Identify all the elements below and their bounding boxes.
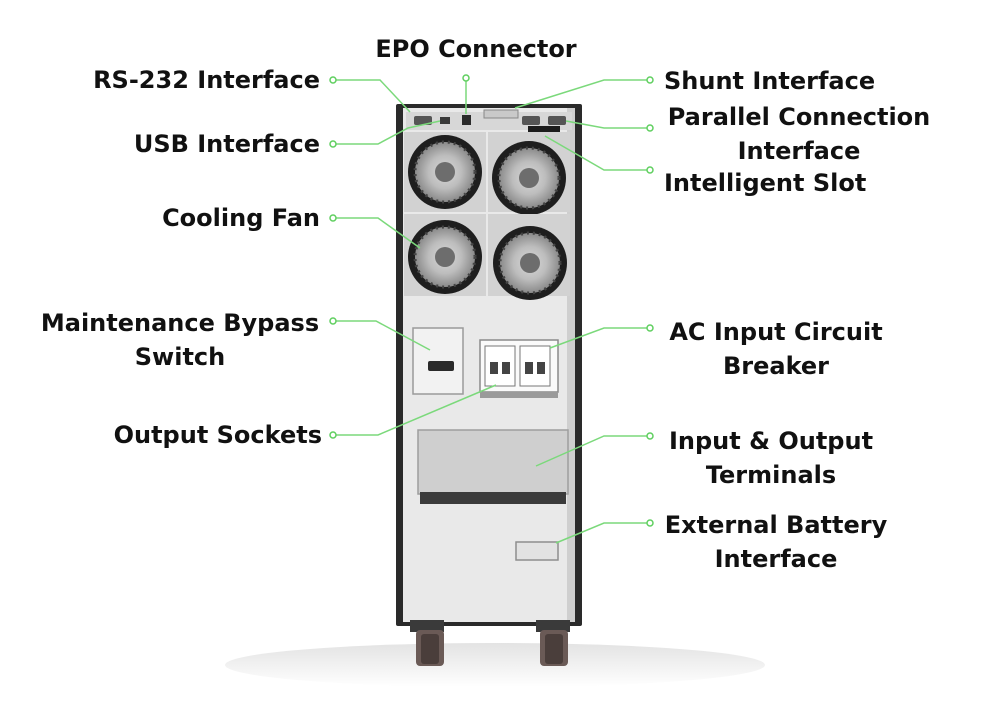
label-maintenance-bypass-switch: Maintenance Bypass Switch (40, 309, 320, 371)
leader-rs232 (333, 79, 411, 113)
label-intelligent-slot: Intelligent Slot (664, 169, 867, 197)
fan-3 (404, 214, 486, 296)
maintenance-bypass-switch (412, 327, 464, 395)
fan-1 (404, 132, 486, 212)
label-ac-input-circuit-breaker: AC Input Circuit Breaker (669, 318, 883, 380)
ups-cabinet (396, 104, 582, 666)
rs232-port (414, 116, 432, 125)
parallel-port-1 (522, 116, 540, 125)
leader-dots (329, 74, 654, 527)
label-shunt-interface: Shunt Interface (664, 67, 876, 95)
leader-battery (555, 522, 650, 544)
leader-terminals (535, 435, 650, 467)
output-sockets (480, 392, 558, 398)
parallel-port-2 (548, 116, 566, 125)
label-external-battery-interface: External Battery Interface (664, 511, 888, 573)
leader-sockets (333, 384, 497, 436)
leader-lines (333, 78, 650, 544)
ac-input-circuit-breaker (479, 339, 559, 393)
label-cooling-fan: Cooling Fan (162, 204, 320, 232)
external-battery-connector (515, 541, 559, 561)
leader-cooling (333, 217, 421, 249)
leader-intelligent (544, 135, 650, 171)
cabinet-side-shade (567, 108, 575, 622)
leader-breaker (549, 327, 650, 349)
fan-2 (488, 132, 570, 215)
caster-right (536, 620, 570, 666)
label-input-output-terminals: Input & Output Terminals (668, 427, 874, 489)
label-usb-interface: USB Interface (133, 130, 320, 158)
label-output-sockets: Output Sockets (113, 421, 322, 449)
floor-shadow (225, 643, 765, 687)
label-parallel-connection-interface: Parallel Connection Interface (667, 103, 931, 165)
caster-left (410, 620, 444, 666)
usb-port (440, 117, 450, 124)
top-interface-strip (406, 109, 572, 142)
shunt-port (483, 109, 519, 119)
fan-4 (488, 214, 570, 300)
epo-port (462, 115, 471, 125)
label-rs232-interface: RS-232 Interface (93, 66, 320, 94)
leader-usb (333, 120, 441, 145)
leader-shunt (514, 79, 650, 109)
leader-parallel (565, 120, 650, 129)
terminal-cover (417, 429, 569, 504)
leader-bypass (333, 320, 431, 351)
label-epo-connector: EPO Connector (375, 35, 577, 63)
